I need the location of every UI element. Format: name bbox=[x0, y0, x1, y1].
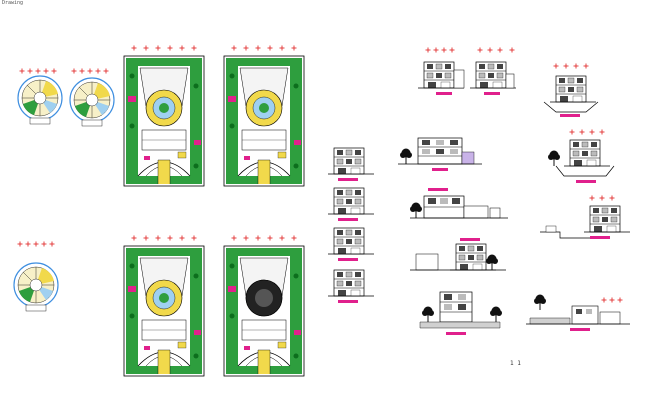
elevation-small-3 bbox=[327, 227, 375, 261]
elevation-small-1 bbox=[327, 147, 375, 181]
round-plan-a bbox=[17, 75, 63, 125]
page-number: 1 1 bbox=[510, 360, 521, 367]
site-plan-top-left bbox=[123, 55, 205, 187]
elevation-small-4 bbox=[327, 269, 375, 303]
round-plan-c bbox=[13, 262, 59, 312]
site-plan-top-right bbox=[223, 55, 305, 187]
site-plan-bottom-left bbox=[123, 245, 205, 377]
sheet-corner-label: Drawing bbox=[2, 0, 24, 6]
section-low-3 bbox=[526, 294, 630, 331]
elevation-top-2 bbox=[469, 47, 517, 95]
elevation-small-2 bbox=[327, 187, 375, 221]
site-plan-bottom-right bbox=[223, 245, 305, 377]
round-plan-b bbox=[69, 77, 115, 127]
section-top-3 bbox=[543, 63, 599, 117]
section-mid-4 bbox=[540, 195, 631, 239]
elevation-low-1 bbox=[410, 238, 506, 271]
section-mid-2 bbox=[547, 129, 615, 183]
section-low-2 bbox=[419, 291, 503, 335]
elevation-top-1 bbox=[417, 47, 465, 95]
elevation-mid-1 bbox=[398, 137, 482, 171]
elevation-mid-3 bbox=[409, 188, 508, 219]
